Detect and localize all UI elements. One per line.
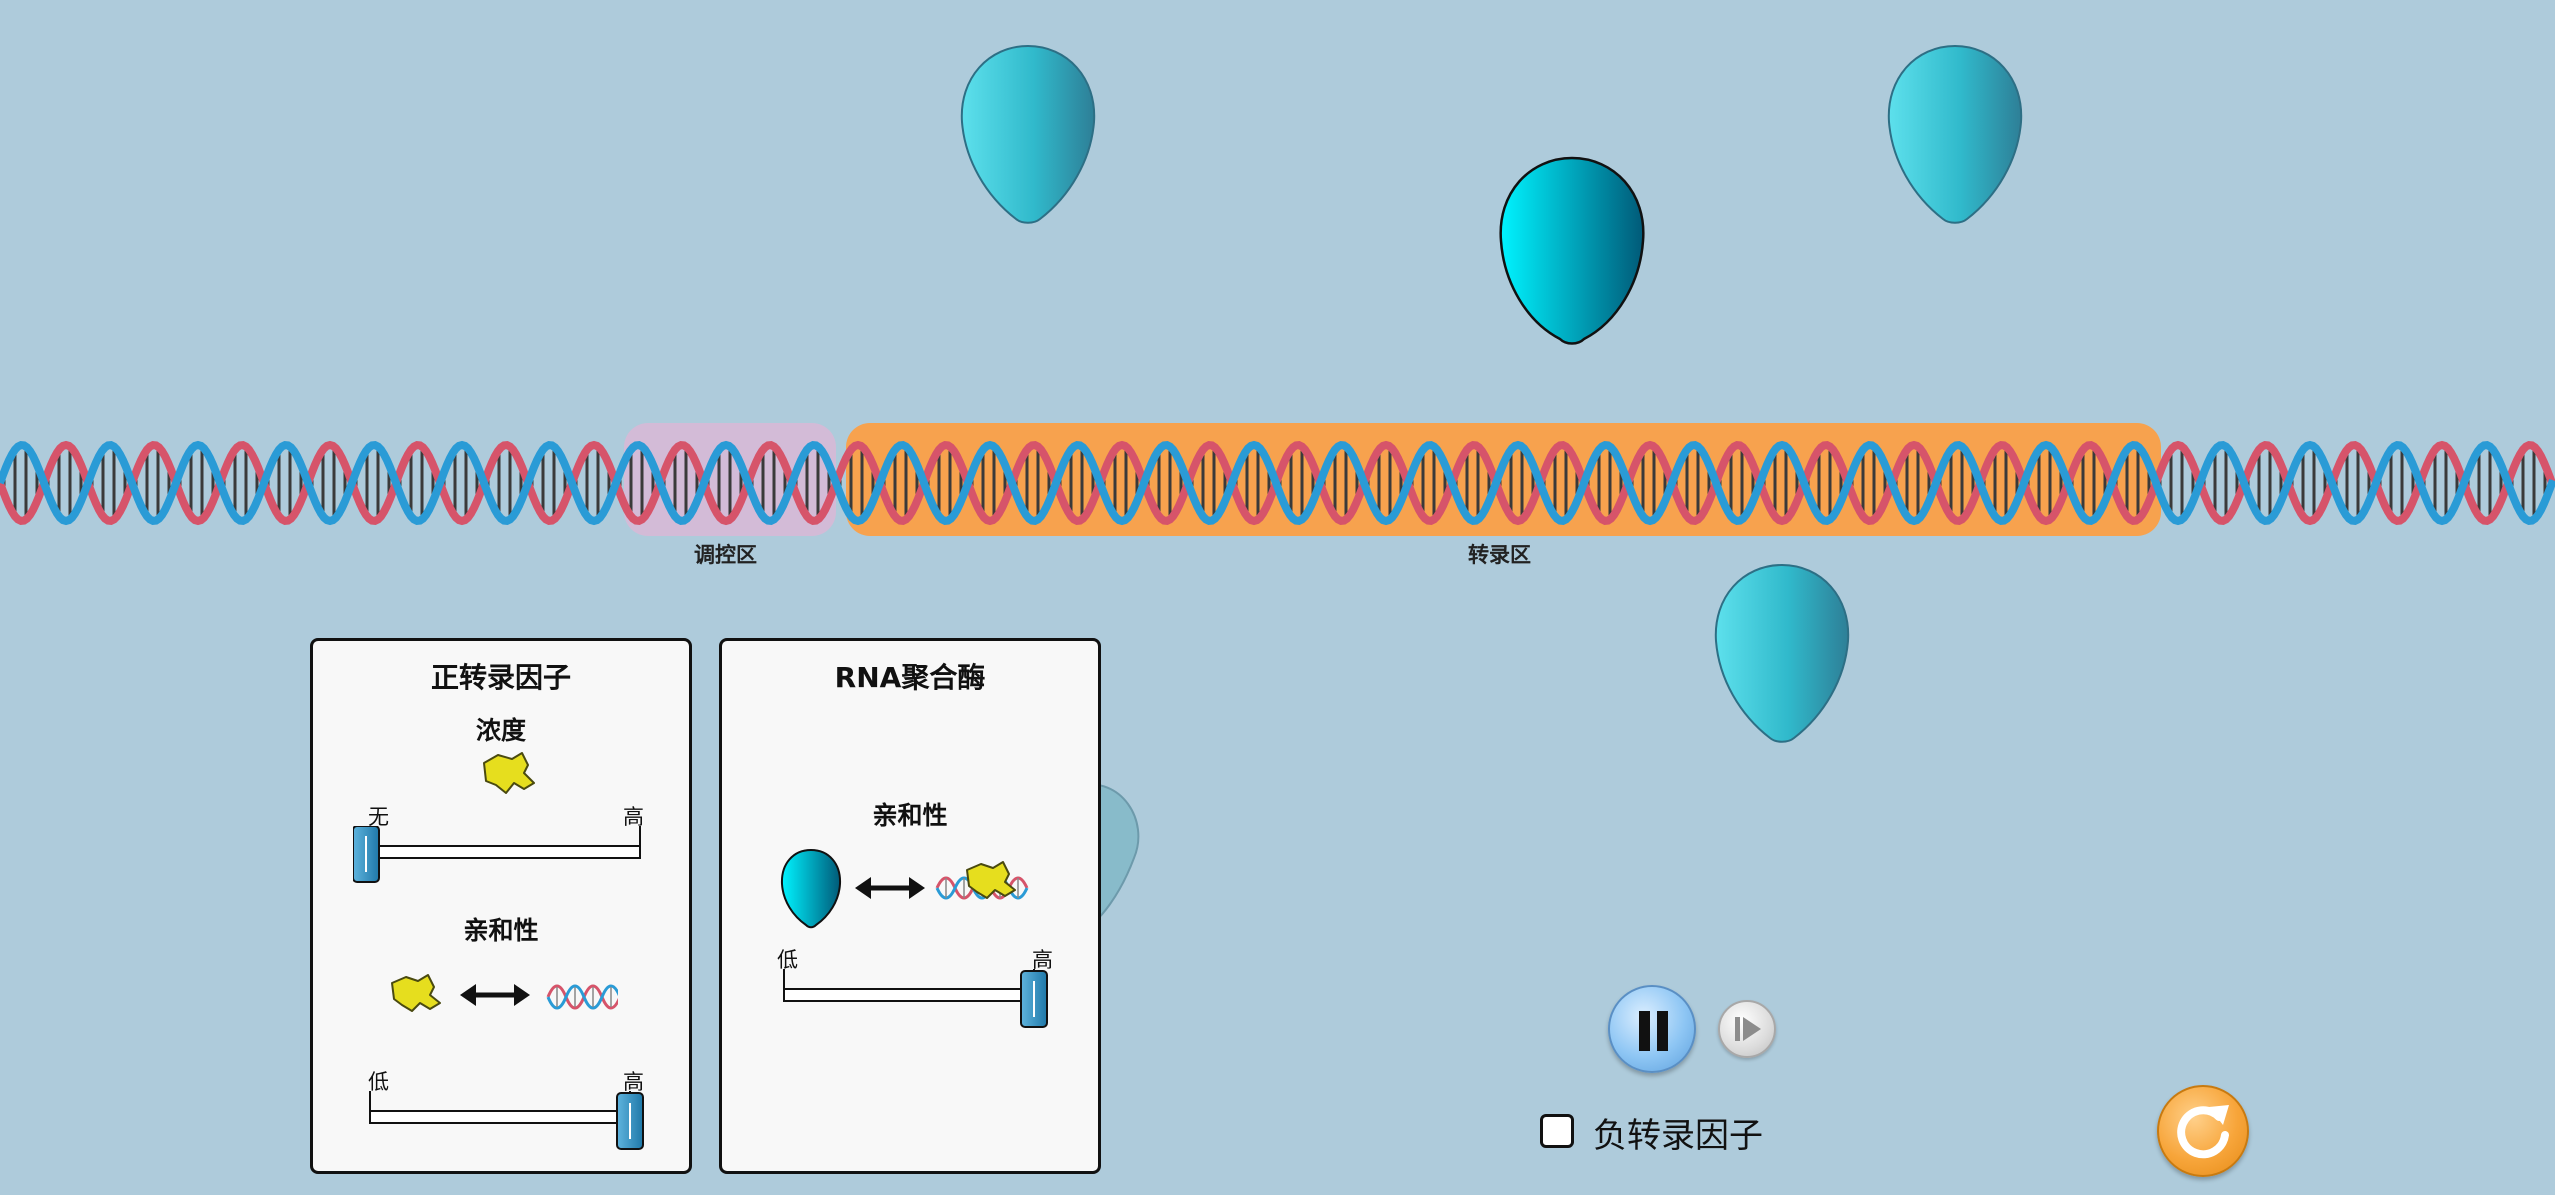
step-icon [1735, 1017, 1761, 1041]
panel-title: RNA聚合酶 [834, 661, 986, 694]
transcription-factor-icon [483, 752, 535, 794]
negative-tf-checkbox[interactable] [1540, 1114, 1574, 1148]
concentration-label: 浓度 [475, 716, 526, 745]
panel-title: 正转录因子 [430, 661, 571, 694]
dna-icon [546, 984, 618, 1010]
concentration-min-label: 无 [368, 805, 389, 829]
affinity-min-label: 低 [368, 1070, 389, 1094]
dna-strand-b [0, 440, 2555, 526]
reset-icon [2177, 1105, 2229, 1159]
rnap-affinity-slider[interactable] [782, 969, 1072, 1044]
affinity-label: 亲和性 [872, 801, 948, 830]
double-arrow-icon [855, 877, 925, 899]
affinity-max-label: 高 [623, 1070, 644, 1094]
double-arrow-icon [460, 984, 530, 1006]
transcribed-region-label: 转录区 [1468, 543, 1531, 567]
concentration-slider[interactable] [353, 826, 653, 901]
affinity-max-label: 高 [1032, 948, 1053, 972]
dna-strand [0, 440, 2555, 526]
rna-polymerase-icon[interactable] [960, 44, 1096, 224]
tf-binding-illustration [391, 974, 618, 1012]
rna-polymerase-icon[interactable] [1499, 156, 1645, 345]
affinity-min-label: 低 [777, 948, 798, 972]
rnap-binding-illustration [780, 848, 1029, 929]
affinity-label: 亲和性 [463, 916, 539, 945]
rna-polymerase-icon[interactable] [1714, 563, 1850, 743]
rna-polymerase-panel: RNA聚合酶 亲和性 低 高 [719, 638, 1101, 1174]
transcription-factor-icon [966, 861, 1016, 899]
pause-button[interactable] [1608, 985, 1696, 1073]
pause-icon [1610, 987, 1694, 1071]
tf-affinity-slider[interactable] [368, 1091, 658, 1166]
transcription-factor-icon [391, 974, 441, 1012]
rna-polymerase-icon[interactable] [1887, 44, 2023, 224]
reset-button[interactable] [2157, 1085, 2249, 1177]
rna-polymerase-icon [780, 848, 842, 929]
step-button[interactable] [1718, 1000, 1776, 1058]
concentration-max-label: 高 [623, 805, 644, 829]
regulatory-region-label: 调控区 [694, 543, 757, 567]
negative-tf-label[interactable]: 负转录因子 [1593, 1116, 1763, 1156]
positive-tf-panel: 正转录因子 浓度 无 高 亲和性 低 高 [310, 638, 692, 1174]
